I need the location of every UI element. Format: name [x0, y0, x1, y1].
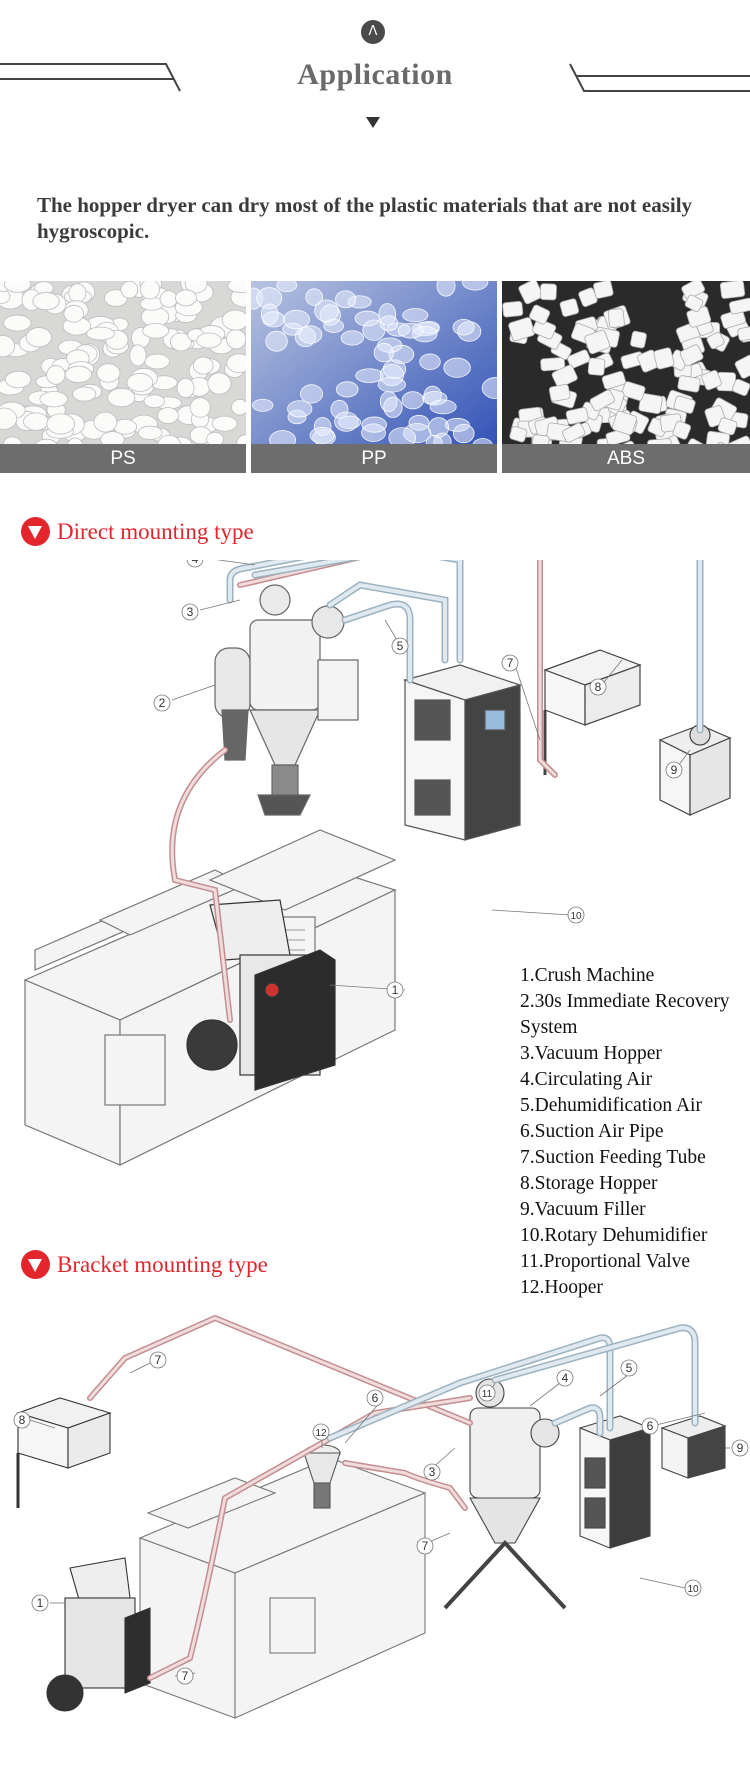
- callout-marker: [731, 1439, 749, 1457]
- callout-number: 2: [159, 696, 166, 710]
- abs-pellets-image: [502, 281, 750, 473]
- legend-list: 1.Crush Machine 2.30s Immediate Recovery …: [520, 963, 750, 1301]
- pp-pellets-image: [251, 281, 497, 473]
- material-label: ABS: [502, 444, 750, 473]
- callout-number: 5: [397, 639, 404, 653]
- callout-number: 1: [392, 983, 399, 997]
- bracket-mounting-diagram: 1 3 4 5 6 6 7 7 7 8 9 10 11 12: [0, 1298, 750, 1768]
- callout-marker: [149, 1351, 167, 1369]
- callout-number: 7: [155, 1353, 162, 1367]
- callout-marker: [153, 694, 171, 712]
- callout-number: 3: [187, 605, 194, 619]
- legend-item: 7.Suction Feeding Tube: [520, 1147, 706, 1168]
- callout-marker: [186, 560, 204, 568]
- down-arrow-icon: [366, 117, 380, 128]
- legend-item: 8.Storage Hopper: [520, 1173, 658, 1194]
- legend-item: 4.Circulating Air: [520, 1069, 653, 1090]
- material-pp: PP: [251, 281, 497, 473]
- callout-number: 8: [19, 1413, 26, 1427]
- callout-marker: [684, 1579, 702, 1597]
- callout-marker: [13, 1411, 31, 1429]
- material-abs: ABS: [502, 281, 750, 473]
- callout-number: 9: [671, 763, 678, 777]
- callout-marker: [31, 1594, 49, 1612]
- ps-pellets-image: [0, 281, 246, 473]
- callout-marker: [176, 1667, 194, 1685]
- callout-number: 4: [562, 1371, 569, 1385]
- callout-number: 5: [626, 1361, 633, 1375]
- callout-number: 7: [182, 1669, 189, 1683]
- callout-number: 9: [737, 1441, 744, 1455]
- callout-number: 7: [507, 656, 514, 670]
- callout-marker: [391, 637, 409, 655]
- section-direct-mounting: Direct mounting type: [21, 517, 254, 546]
- callout-number: 4: [192, 560, 199, 566]
- callout-marker: [641, 1417, 659, 1435]
- page-title: Application: [297, 58, 453, 91]
- callout-marker: [478, 1384, 496, 1402]
- legend-item: 10.Rotary Dehumidifier: [520, 1225, 708, 1246]
- callout-number: 12: [315, 1428, 327, 1439]
- material-ps: PS: [0, 281, 246, 473]
- callout-marker: [665, 761, 683, 779]
- material-label: PS: [0, 444, 246, 473]
- callout-marker: [556, 1369, 574, 1387]
- left-decorative-lines: [0, 63, 181, 92]
- callout-number: 6: [372, 1391, 379, 1405]
- callout-marker: [589, 678, 607, 696]
- material-label: PP: [251, 444, 497, 473]
- callout-number: 3: [429, 1465, 436, 1479]
- callout-number: 10: [687, 1584, 699, 1595]
- up-chevron-icon: Λ: [361, 20, 385, 44]
- legend-item: 12.Hooper: [520, 1277, 603, 1298]
- callout-marker: [423, 1463, 441, 1481]
- direct-mounting-diagram: 12345678910: [0, 560, 750, 1260]
- down-triangle-icon: [21, 1250, 50, 1279]
- callout-number: 1: [37, 1596, 44, 1610]
- callout-marker: [366, 1389, 384, 1407]
- callout-marker: [620, 1359, 638, 1377]
- callout-marker: [386, 981, 404, 999]
- legend-item: 1.Crush Machine: [520, 965, 655, 986]
- section-bracket-mounting: Bracket mounting type: [21, 1250, 268, 1279]
- legend-item: 2.30s Immediate Recovery System: [520, 991, 730, 1038]
- legend-item: 3.Vacuum Hopper: [520, 1043, 662, 1064]
- callout-number: 11: [482, 1389, 493, 1400]
- legend-item: 9.Vacuum Filler: [520, 1199, 646, 1220]
- right-decorative-lines: [569, 63, 750, 92]
- callout-marker: [567, 906, 585, 924]
- callout-marker: [181, 603, 199, 621]
- callout-number: 7: [422, 1539, 429, 1553]
- intro-text: The hopper dryer can dry most of the pla…: [37, 193, 693, 243]
- section-title: Bracket mounting type: [57, 1251, 268, 1277]
- callout-number: 6: [647, 1419, 654, 1433]
- callout-marker: [416, 1537, 434, 1555]
- callout-number: 8: [595, 680, 602, 694]
- legend-item: 6.Suction Air Pipe: [520, 1121, 664, 1142]
- legend-item: 11.Proportional Valve: [520, 1251, 691, 1272]
- callout-number: 10: [570, 911, 582, 922]
- callout-marker: [312, 1423, 330, 1441]
- callout-marker: [501, 654, 519, 672]
- down-triangle-icon: [21, 517, 50, 546]
- legend-item: 5.Dehumidification Air: [520, 1095, 702, 1116]
- section-title: Direct mounting type: [57, 518, 254, 544]
